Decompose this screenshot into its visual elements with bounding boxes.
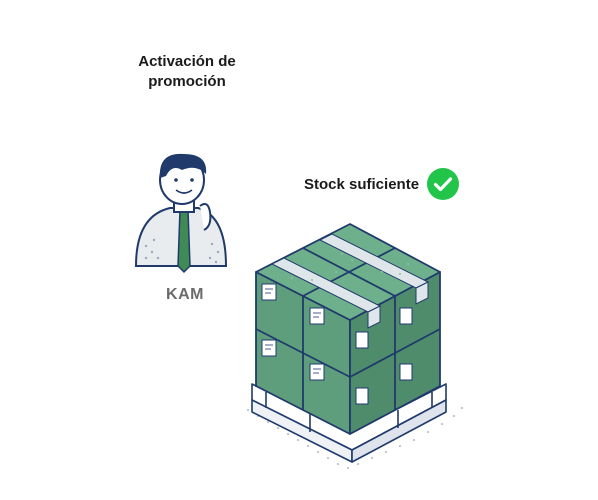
kam-person-icon bbox=[134, 153, 228, 274]
pallet-boxes-icon bbox=[246, 223, 464, 470]
stock-status: Stock suficiente bbox=[304, 168, 460, 200]
kam-label: KAM bbox=[166, 286, 204, 303]
box-tape bbox=[270, 233, 430, 329]
stock-status-text: Stock suficiente bbox=[304, 175, 420, 193]
box-labels bbox=[261, 283, 413, 405]
promotion-activation-title: Activación de promoción bbox=[138, 53, 236, 90]
check-circle-icon bbox=[427, 168, 460, 200]
box-stack-top-face bbox=[255, 223, 441, 321]
